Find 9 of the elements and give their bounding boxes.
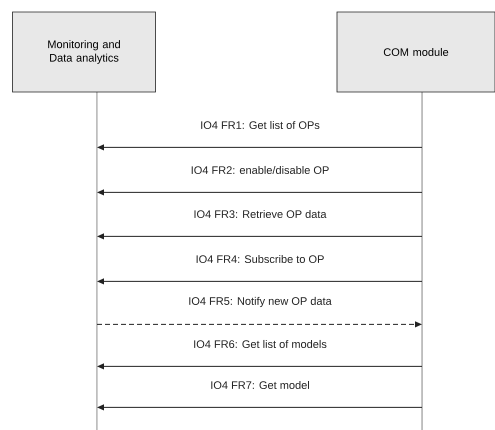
message-label: IO4 FR4: Subscribe to OP bbox=[194, 254, 326, 264]
message-label: IO4 FR2: enable/disable OP bbox=[190, 164, 330, 176]
participant-box: COM module bbox=[336, 12, 495, 92]
message-label: IO4 FR7: Get model bbox=[209, 380, 311, 390]
message-label: IO4 FR5: Notify new OP data bbox=[187, 296, 333, 308]
participant-box: Monitoring and Data analytics bbox=[12, 12, 156, 92]
message-label: IO4 FR1: Get list of OPs bbox=[199, 120, 321, 130]
message-label: IO4 FR6: Get list of models bbox=[192, 338, 328, 350]
message-label: IO4 FR3: Retrieve OP data bbox=[192, 208, 328, 220]
